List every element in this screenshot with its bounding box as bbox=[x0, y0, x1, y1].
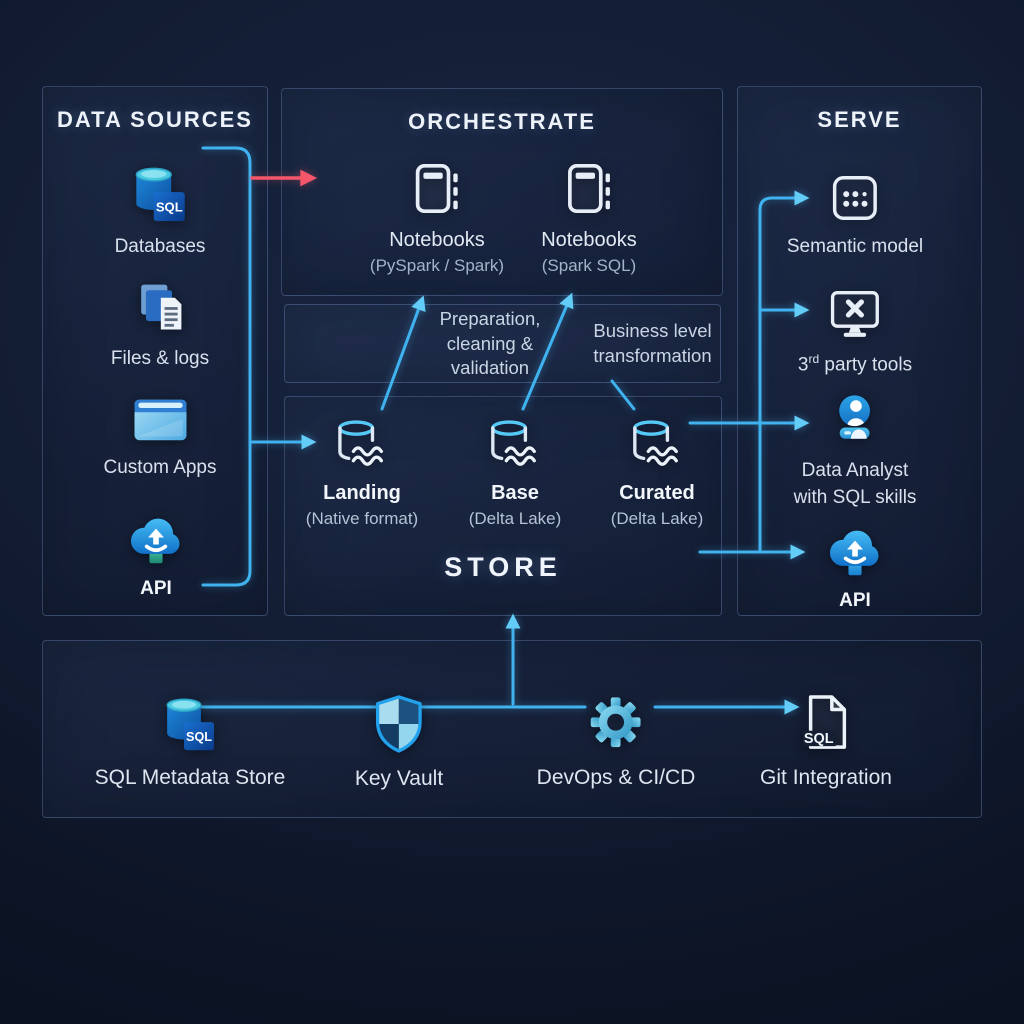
semantic-model-icon bbox=[833, 176, 877, 220]
node-base: Base (Delta Lake) bbox=[468, 416, 562, 529]
node-sql-metadata-store: SQL SQL Metadata Store bbox=[94, 694, 286, 792]
git-sql-file-icon: SQL bbox=[802, 695, 847, 749]
files-logs-icon bbox=[141, 284, 182, 330]
key-vault-shield-icon bbox=[376, 695, 422, 753]
data-analyst-icon bbox=[839, 395, 871, 439]
data-lake-icon bbox=[491, 420, 537, 466]
curated-label: Curated bbox=[619, 482, 695, 504]
node-files-logs: Files & logs bbox=[111, 279, 209, 373]
serve-api-label: API bbox=[839, 590, 871, 611]
devops-gear-icon bbox=[591, 697, 641, 748]
node-databases: SQL Databases bbox=[114, 163, 206, 261]
api-cloud-icon bbox=[130, 518, 180, 564]
custom-apps-label: Custom Apps bbox=[103, 457, 217, 478]
sql-metadata-store-label: SQL Metadata Store bbox=[94, 766, 286, 789]
notebooks-sparksql-label: Notebooks bbox=[541, 229, 637, 251]
orchestrate-panel: ORCHESTRATE bbox=[281, 88, 723, 296]
svg-text:SQL: SQL bbox=[156, 199, 183, 214]
node-serve-api: API bbox=[825, 521, 885, 615]
svg-text:SQL: SQL bbox=[804, 731, 834, 747]
git-integration-label: Git Integration bbox=[760, 766, 892, 789]
third-party-tools-label: 3rd party tools bbox=[798, 351, 912, 379]
base-sublabel: (Delta Lake) bbox=[468, 509, 562, 528]
store-title: STORE bbox=[444, 552, 562, 582]
process-band-panel bbox=[284, 304, 721, 383]
orchestrate-title: ORCHESTRATE bbox=[408, 109, 596, 134]
note-preparation-cleaning-validation: Preparation, cleaning & validation bbox=[439, 307, 541, 379]
node-key-vault: Key Vault bbox=[355, 693, 443, 793]
notebooks-pyspark-label: Notebooks bbox=[389, 229, 485, 251]
note-business-level-transformation: Business level transformation bbox=[593, 320, 712, 366]
notebooks-sparksql-sublabel: (Spark SQL) bbox=[541, 256, 637, 275]
third-party-rest: party tools bbox=[819, 354, 913, 376]
sql-database-icon: SQL bbox=[166, 698, 215, 751]
devops-cicd-label: DevOps & CI/CD bbox=[536, 766, 696, 789]
node-notebooks-sparksql: Notebooks (Spark SQL) bbox=[541, 161, 637, 276]
third-party-sup: rd bbox=[808, 352, 820, 366]
notebook-icon bbox=[415, 163, 458, 214]
data-lake-icon bbox=[633, 420, 679, 466]
notebook-icon bbox=[567, 163, 610, 214]
base-label: Base bbox=[491, 482, 539, 504]
node-notebooks-pyspark: Notebooks (PySpark / Spark) bbox=[370, 161, 504, 276]
node-landing: Landing (Native format) bbox=[306, 416, 418, 529]
data-sources-title: DATA SOURCES bbox=[57, 107, 253, 132]
node-data-analyst: Data Analyst with SQL skills bbox=[793, 393, 917, 511]
node-curated: Curated (Delta Lake) bbox=[610, 416, 704, 529]
sources-api-label: API bbox=[140, 578, 172, 599]
api-cloud-icon bbox=[829, 530, 879, 576]
serve-title: SERVE bbox=[817, 107, 902, 132]
data-analyst-label: Data Analyst with SQL skills bbox=[793, 460, 917, 508]
node-sources-api: API bbox=[126, 509, 186, 603]
node-custom-apps: Custom Apps bbox=[104, 394, 217, 482]
node-git-integration: SQL Git Integration bbox=[760, 692, 892, 792]
node-devops-cicd: DevOps & CI/CD bbox=[536, 694, 696, 792]
svg-text:SQL: SQL bbox=[186, 730, 212, 744]
app-window-icon bbox=[134, 399, 186, 441]
curated-sublabel: (Delta Lake) bbox=[610, 509, 704, 528]
landing-label: Landing bbox=[323, 482, 401, 504]
key-vault-label: Key Vault bbox=[354, 767, 444, 790]
notebooks-pyspark-sublabel: (PySpark / Spark) bbox=[369, 256, 505, 275]
landing-sublabel: (Native format) bbox=[305, 509, 419, 528]
semantic-model-label: Semantic model bbox=[786, 236, 924, 257]
data-lake-icon bbox=[338, 420, 384, 466]
node-third-party-tools: 3rd party tools bbox=[798, 288, 912, 379]
sql-database-icon: SQL bbox=[136, 167, 186, 222]
files-logs-label: Files & logs bbox=[110, 348, 210, 369]
databases-label: Databases bbox=[114, 236, 206, 257]
third-party-tools-icon bbox=[830, 290, 880, 337]
node-semantic-model: Semantic model bbox=[787, 171, 923, 261]
third-party-num: 3 bbox=[797, 354, 809, 376]
